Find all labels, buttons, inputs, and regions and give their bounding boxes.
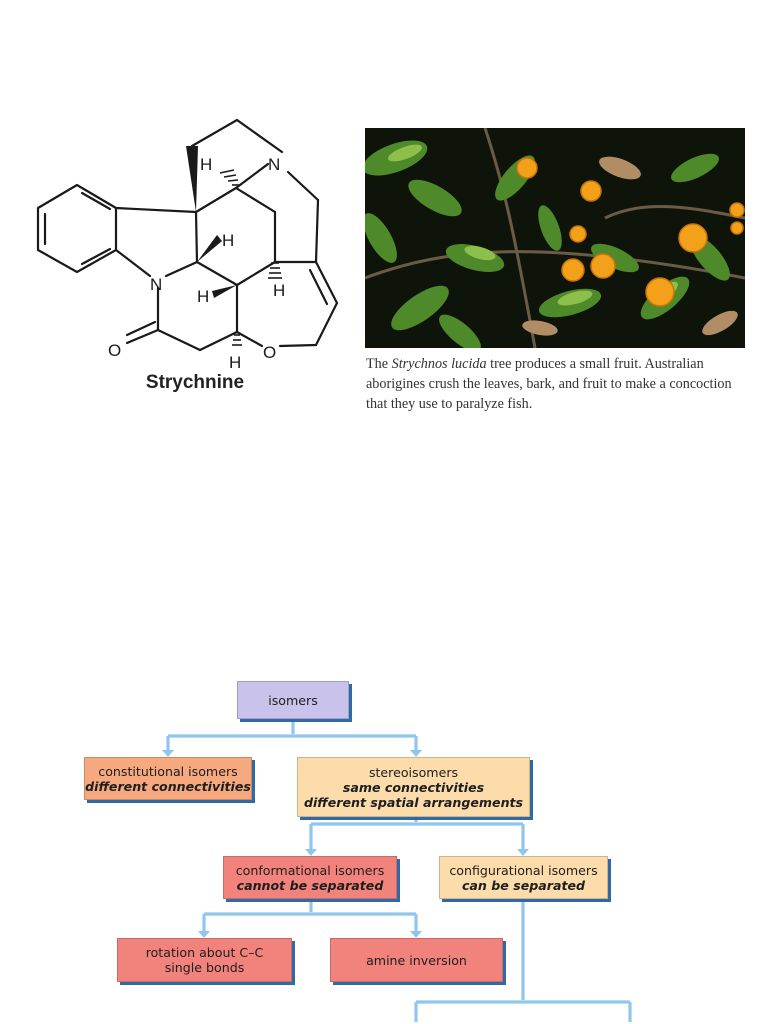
stereoisomers-box: stereoisomers same connectivities differ…	[297, 757, 530, 817]
isomers-box: isomers	[237, 681, 349, 719]
strychnos-lucida-photo	[365, 128, 745, 348]
atom-h4: H	[273, 281, 285, 300]
isomer-flowchart: isomers constitutional isomers different…	[0, 660, 768, 1024]
rotation-box: rotation about C–C single bonds	[117, 938, 292, 982]
atom-h5: H	[229, 353, 241, 372]
conformational-isomers-box: conformational isomers cannot be separat…	[223, 856, 397, 899]
atom-o-ring: O	[263, 343, 276, 362]
constitutional-isomers-box: constitutional isomers different connect…	[84, 757, 252, 800]
amine-inversion-box: amine inversion	[330, 938, 503, 982]
atom-n-ring: N	[150, 275, 162, 294]
configurational-isomers-box: configurational isomers can be separated	[439, 856, 608, 899]
atom-h1: H	[200, 155, 212, 174]
flowchart-connectors	[162, 719, 632, 1022]
molecule-name: Strychnine	[145, 372, 245, 393]
species-name: Strychnos lucida	[391, 356, 487, 372]
photo-caption: The Strychnos lucida tree produces a sma…	[366, 356, 732, 412]
atom-h3: H	[197, 287, 209, 306]
atom-h2: H	[222, 231, 234, 250]
strychnine-structure: N N O O H H H H H	[36, 118, 339, 372]
atom-o-carbonyl: O	[108, 341, 121, 360]
atom-n-top: N	[268, 155, 280, 174]
